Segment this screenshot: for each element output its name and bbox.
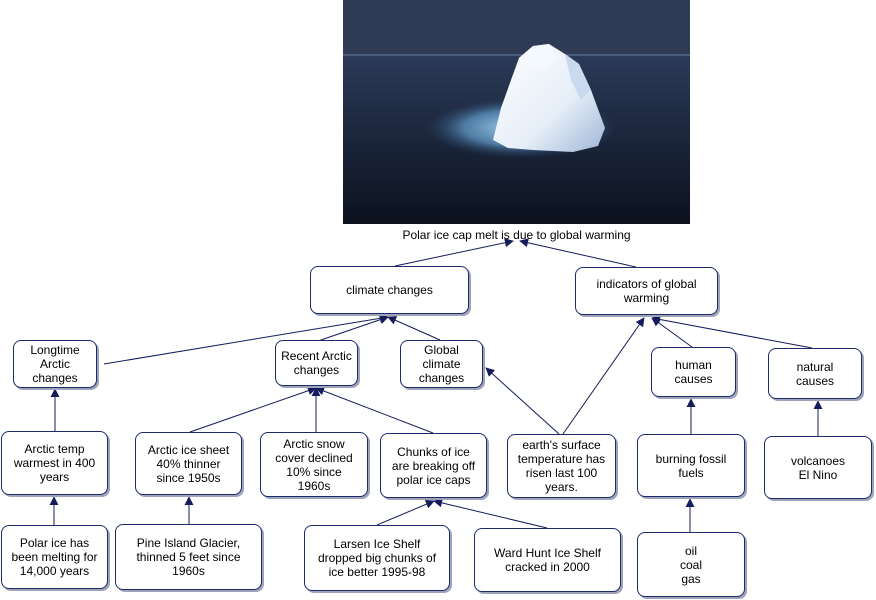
node-chunks-of-ice[interactable]: Chunks of ice are breaking off polar ice…: [380, 433, 487, 498]
node-polar-ice-melting[interactable]: Polar ice has been melting for 14,000 ye…: [1, 525, 108, 589]
node-earth-surface-temperature[interactable]: earth's surface temperature has risen la…: [507, 434, 616, 498]
node-larsen-ice-shelf[interactable]: Larsen Ice Shelf dropped big chunks of i…: [304, 525, 450, 591]
edge-wardhunt-to-chunks: [433, 498, 548, 529]
edge-icesheet-to-recent: [189, 386, 317, 433]
edge-earth-to-indicators: [562, 317, 645, 435]
iceberg-illustration: [343, 0, 690, 224]
node-global-climate-changes[interactable]: Global climate changes: [400, 340, 483, 388]
node-indicators-of-global-warming[interactable]: indicators of global warming: [575, 267, 718, 315]
edge-recent-to-climate: [317, 315, 389, 342]
edge-earth-to-global: [485, 367, 560, 435]
root-concept-label: Polar ice cap melt is due to global warm…: [402, 228, 631, 242]
node-pine-island-glacier[interactable]: Pine Island Glacier, thinned 5 feet sinc…: [115, 524, 262, 590]
edge-indicators-to-root: [519, 238, 637, 268]
iceberg-photo: [343, 0, 690, 224]
node-ward-hunt-ice-shelf[interactable]: Ward Hunt Ice Shelf cracked in 2000: [474, 528, 621, 592]
edge-longtime-to-climate: [103, 313, 389, 365]
node-oil-coal-gas[interactable]: oil coal gas: [637, 532, 745, 597]
node-arctic-ice-sheet[interactable]: Arctic ice sheet 40% thinner since 1950s: [135, 432, 242, 495]
edge-larsen-to-chunks: [376, 499, 435, 526]
node-longtime-arctic-changes[interactable]: Longtime Arctic changes: [13, 340, 97, 388]
node-volcanoes-el-nino[interactable]: volcanoes El Nino: [764, 436, 872, 499]
node-human-causes[interactable]: human causes: [651, 347, 736, 397]
node-natural-causes[interactable]: natural causes: [768, 348, 862, 399]
edge-chunks-to-recent: [315, 386, 434, 434]
node-burning-fossil-fuels[interactable]: burning fossil fuels: [637, 434, 745, 497]
edge-human-to-indicators: [651, 317, 693, 348]
node-arctic-temp[interactable]: Arctic temp warmest in 400 years: [1, 431, 108, 495]
node-climate-changes[interactable]: climate changes: [310, 266, 469, 314]
edge-global-to-climate: [387, 316, 441, 341]
node-recent-arctic-changes[interactable]: Recent Arctic changes: [275, 340, 358, 386]
node-arctic-snow-cover[interactable]: Arctic snow cover declined 10% since 196…: [260, 432, 368, 497]
edge-climate-to-root: [394, 238, 514, 267]
edge-natural-to-indicators: [651, 315, 813, 349]
